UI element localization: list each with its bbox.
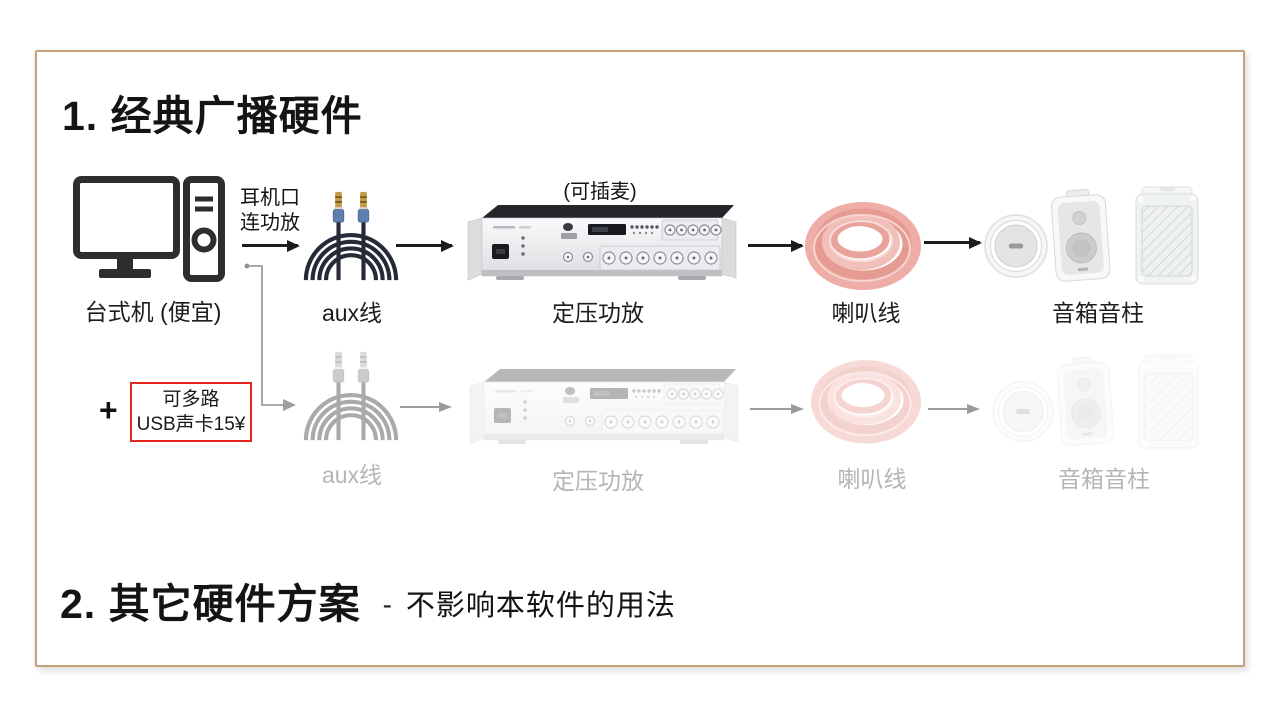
- section2-title: 2. 其它硬件方案: [60, 581, 361, 627]
- speaker-wire-faded-icon: [810, 354, 922, 446]
- aux-faded-label: aux线: [321, 462, 383, 488]
- speaker-wire-coil-icon: [804, 198, 922, 290]
- usb-soundcard-note-line2: USB声卡15¥: [136, 414, 246, 435]
- flow-arrow-7: [928, 408, 978, 410]
- plus-sign: +: [99, 392, 118, 428]
- amplifier-faded-icon: [464, 364, 748, 450]
- speakers-faded-icon: [988, 350, 1214, 452]
- speaker-wire-label: 喇叭线: [831, 300, 901, 326]
- flow-arrow-3: [748, 244, 802, 247]
- flow-arrow-5: [400, 406, 450, 408]
- desktop-computer-icon: [73, 176, 225, 282]
- amplifier-faded-label: 定压功放: [552, 468, 644, 494]
- constant-voltage-amplifier-icon: [466, 200, 742, 286]
- flow-arrow-1: [242, 244, 298, 247]
- aux-label: aux线: [321, 300, 383, 326]
- section2-heading: 2. 其它硬件方案 - 不影响本软件的用法: [60, 580, 676, 629]
- computer-label: 台式机 (便宜): [84, 299, 222, 325]
- usb-soundcard-note-line1: 可多路: [162, 389, 220, 410]
- aux-cable-icon: [302, 188, 400, 284]
- slide-card: [35, 50, 1245, 667]
- aux-cable-faded-icon: [302, 348, 400, 444]
- amplifier-label: 定压功放: [552, 300, 644, 326]
- headphone-port-note-line1: 耳机口: [240, 187, 300, 209]
- section2-subtitle: 不影响本软件的用法: [405, 590, 676, 623]
- flow-arrow-4: [924, 241, 980, 244]
- flow-arrow-2: [396, 244, 452, 247]
- mic-input-note: (可插麦): [563, 181, 637, 203]
- speakers-faded-label: 音箱音柱: [1058, 466, 1150, 492]
- section2-separator: -: [382, 589, 392, 621]
- headphone-port-note-line2: 连功放: [240, 212, 300, 234]
- flow-arrow-6: [750, 408, 802, 410]
- section1-title: 1. 经典广播硬件: [62, 93, 363, 139]
- headphone-port-note: 耳机口 连功放: [240, 186, 300, 236]
- elbow-connector-arrow-icon: [244, 263, 296, 411]
- speaker-wire-faded-label: 喇叭线: [837, 466, 907, 492]
- speakers-label: 音箱音柱: [1052, 300, 1144, 326]
- ceiling-wall-column-speakers-icon: [984, 182, 1210, 288]
- usb-soundcard-box: 可多路 USB声卡15¥: [130, 382, 252, 442]
